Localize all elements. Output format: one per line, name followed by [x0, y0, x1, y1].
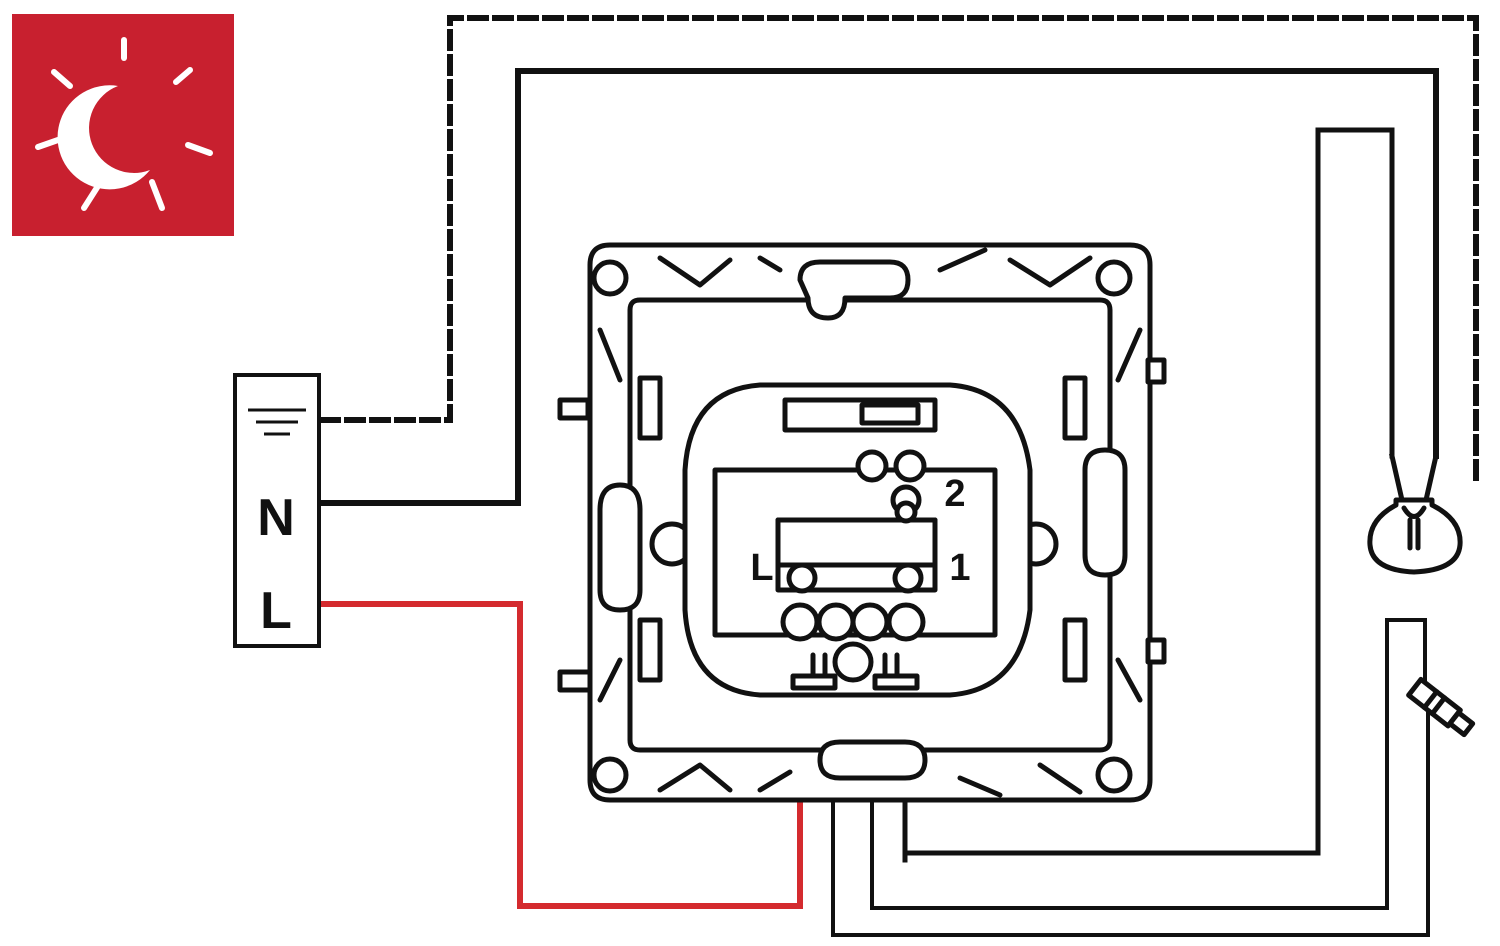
push-button-icon [1406, 676, 1476, 738]
neutral-wire [317, 68, 1439, 506]
mechanism-label-output-1: 1 [949, 547, 970, 589]
terminal-block: N L [233, 373, 321, 648]
earth-wire [319, 15, 1479, 483]
light-bulb-icon [1367, 453, 1463, 575]
terminal-block-body [233, 373, 321, 648]
mechanism-label-input: L [750, 547, 773, 589]
neutral-terminal-label: N [257, 489, 295, 547]
live-terminal-label: L [260, 582, 292, 640]
moon-icon [57, 85, 150, 190]
output-2-wire-a [870, 618, 1427, 910]
mechanism-label-output-2: 2 [944, 473, 965, 515]
sun-rays [35, 37, 213, 211]
switched-wire-output-1 [902, 127, 1395, 856]
earth-ground-icon [248, 408, 306, 436]
night-mode-icon [12, 14, 234, 236]
live-wire [320, 601, 803, 909]
switch-mechanism: L 1 2 [682, 382, 1033, 698]
output-2-wire-b [831, 688, 1430, 937]
